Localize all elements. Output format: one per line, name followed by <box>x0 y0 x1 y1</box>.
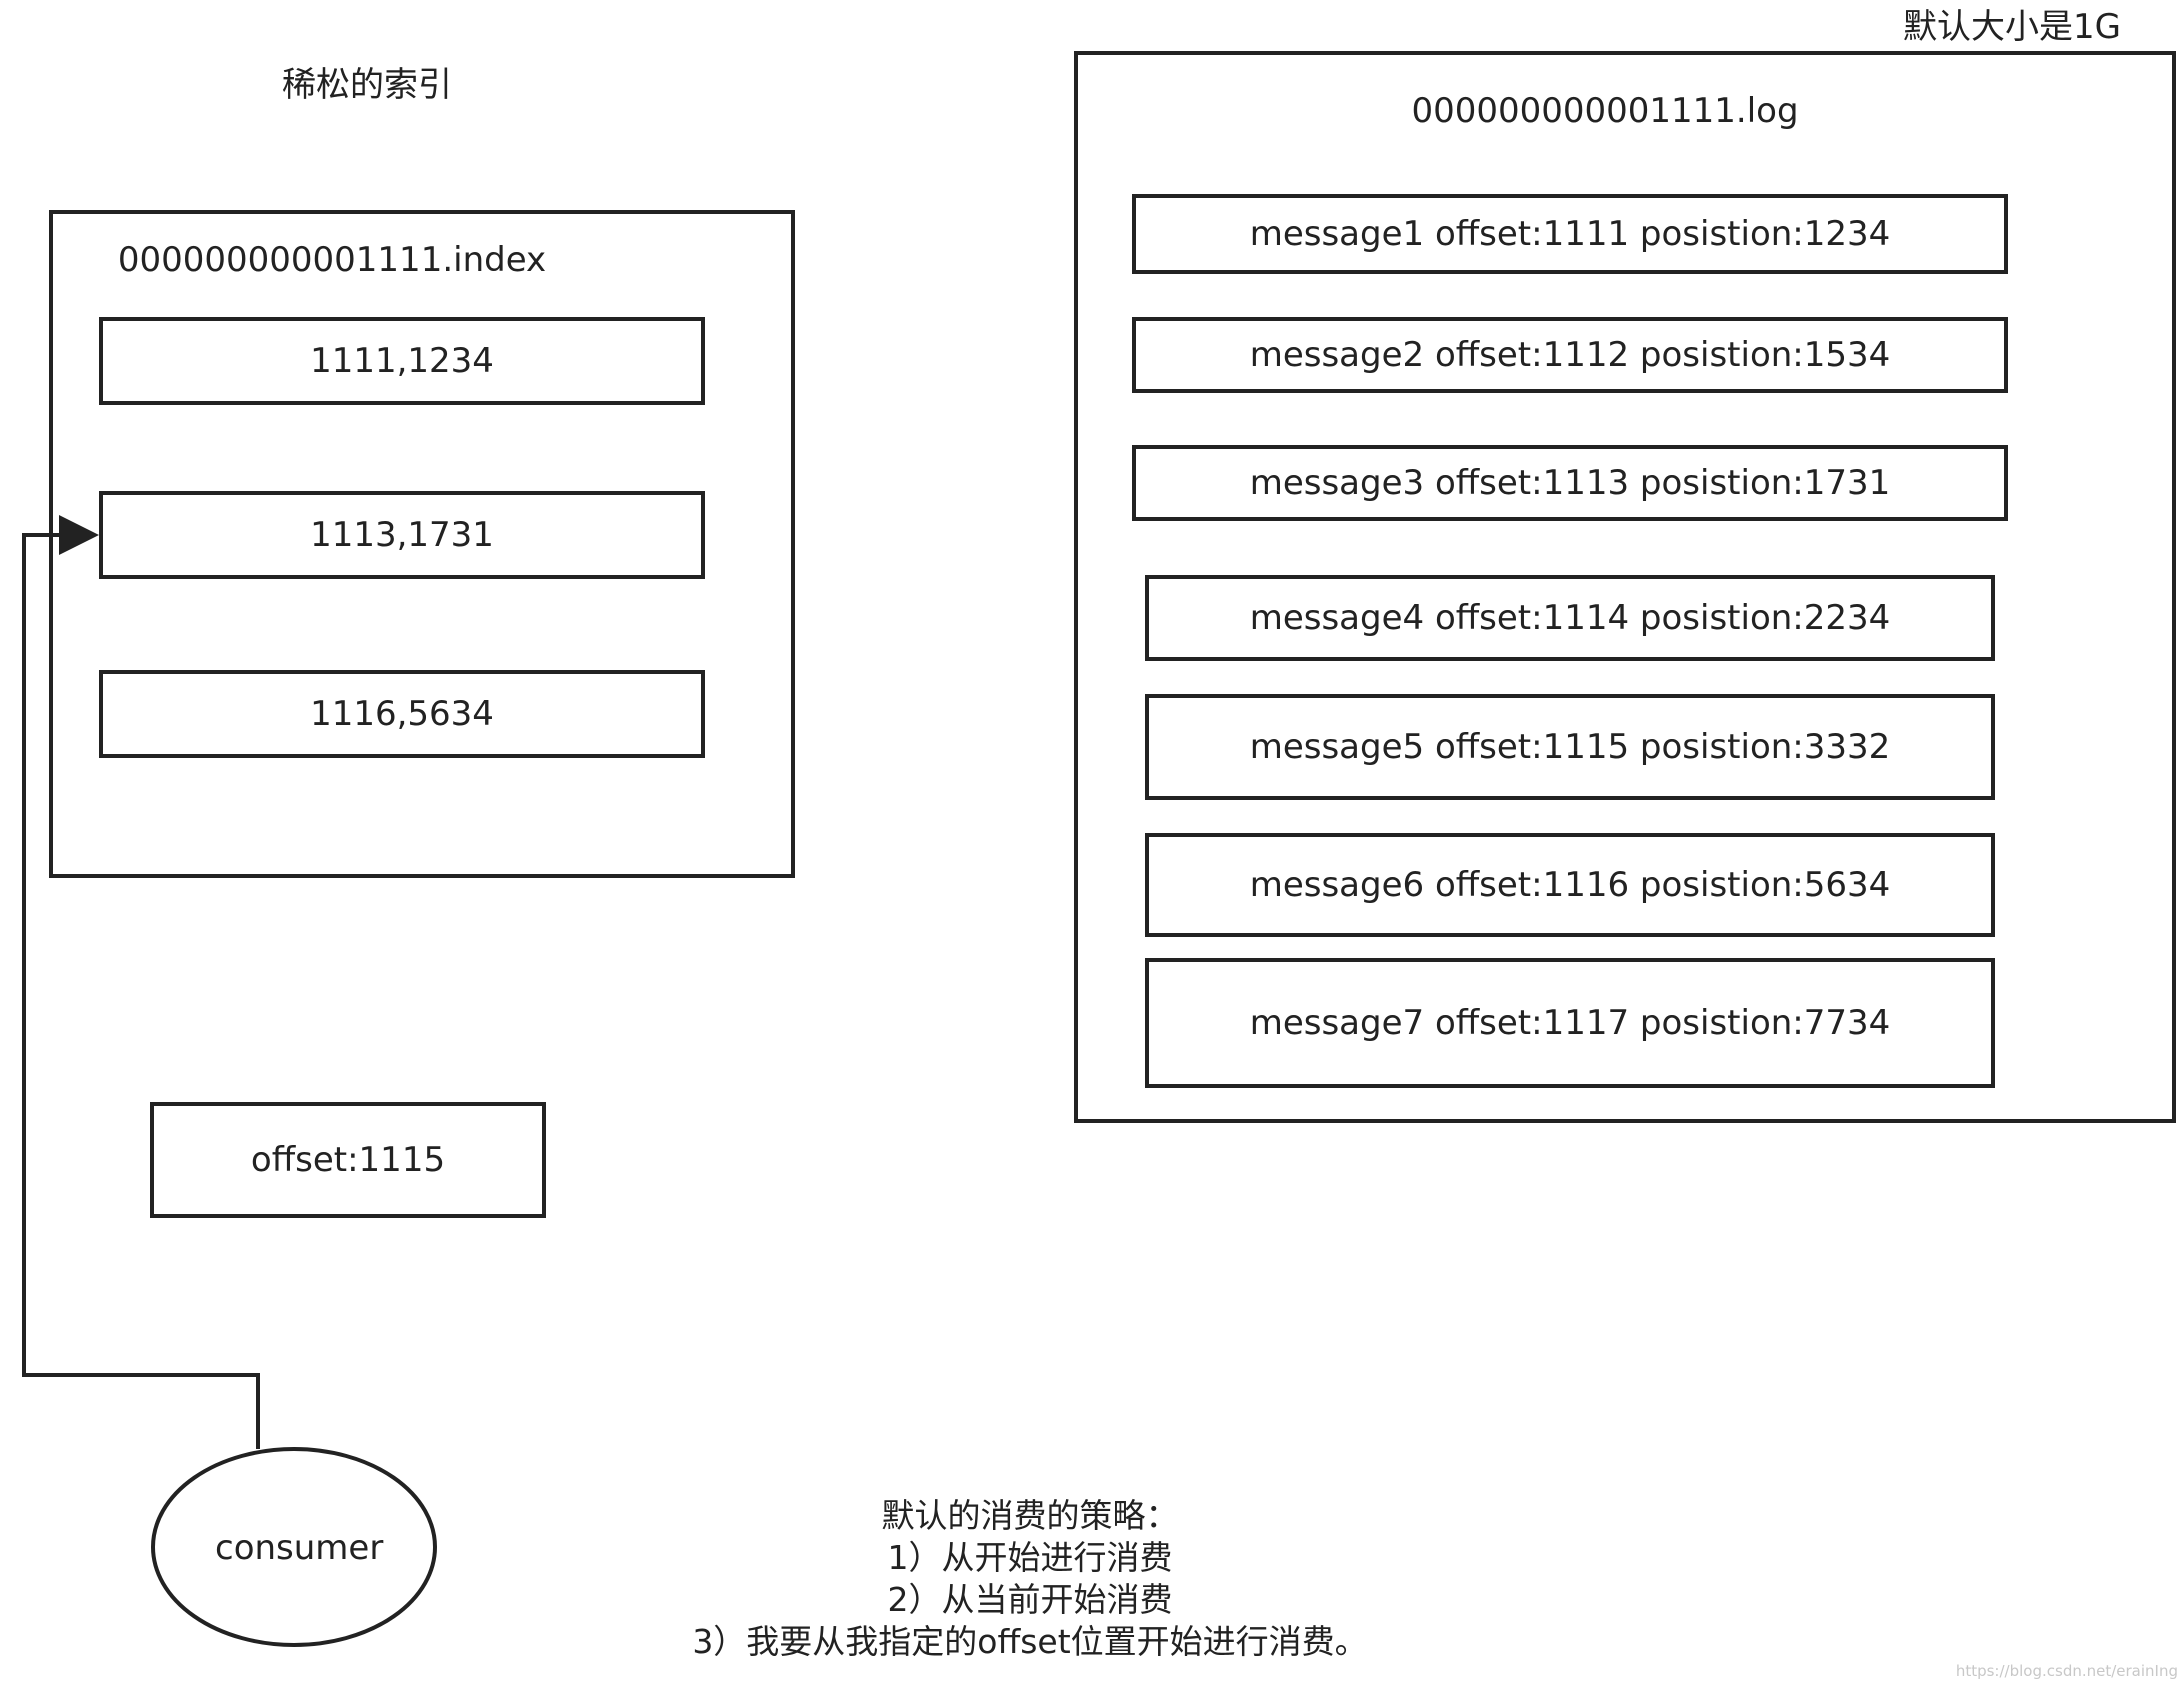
consumer-to-index-arrow <box>22 515 260 1449</box>
log-caption: 默认大小是1G <box>1903 7 2121 47</box>
consumer-offset-box: offset:1115 <box>150 1102 546 1218</box>
log-message-text: message1 offset:1111 posistion:1234 <box>1249 214 1891 254</box>
strategy-notes: 默认的消费的策略： 1）从开始进行消费 2）从当前开始消费 3）我要从我指定的o… <box>600 1495 1460 1663</box>
strategy-title: 默认的消费的策略： <box>881 1496 1179 1535</box>
consumer-node-label: consumer <box>215 1528 384 1568</box>
log-message: message3 offset:1113 posistion:1731 <box>1132 445 2008 521</box>
strategy-item: 2）从当前开始消费 <box>887 1580 1173 1619</box>
index-entry-text: 1116,5634 <box>310 694 494 734</box>
log-message-text: message7 offset:1117 posistion:7734 <box>1249 1003 1891 1043</box>
log-message-text: message3 offset:1113 posistion:1731 <box>1249 463 1891 503</box>
log-message: message6 offset:1116 posistion:5634 <box>1145 833 1995 937</box>
log-message: message5 offset:1115 posistion:3332 <box>1145 694 1995 800</box>
log-message: message4 offset:1114 posistion:2234 <box>1145 575 1995 661</box>
watermark: https://blog.csdn.net/erainIng <box>1955 1662 2178 1680</box>
log-message-text: message6 offset:1116 posistion:5634 <box>1249 865 1891 905</box>
log-file-name: 000000000001111.log <box>1411 91 1799 131</box>
log-message: message7 offset:1117 posistion:7734 <box>1145 958 1995 1088</box>
consumer-offset-text: offset:1115 <box>250 1140 446 1180</box>
log-message: message2 offset:1112 posistion:1534 <box>1132 317 2008 393</box>
index-entry: 1111,1234 <box>99 317 705 405</box>
log-message-text: message2 offset:1112 posistion:1534 <box>1249 335 1891 375</box>
strategy-item: 1）从开始进行消费 <box>887 1538 1173 1577</box>
strategy-item: 3）我要从我指定的offset位置开始进行消费。 <box>692 1622 1368 1661</box>
log-message-text: message5 offset:1115 posistion:3332 <box>1249 727 1891 767</box>
index-entry-text: 1111,1234 <box>310 341 494 381</box>
log-message: message1 offset:1111 posistion:1234 <box>1132 194 2008 274</box>
consumer-node-shape <box>151 1447 437 1647</box>
log-message-text: message4 offset:1114 posistion:2234 <box>1249 598 1891 638</box>
index-entry: 1113,1731 <box>99 491 705 579</box>
index-caption: 稀松的索引 <box>282 65 452 105</box>
index-entry: 1116,5634 <box>99 670 705 758</box>
index-entry-text: 1113,1731 <box>310 515 494 555</box>
index-file-name: 000000000001111.index <box>117 240 547 280</box>
